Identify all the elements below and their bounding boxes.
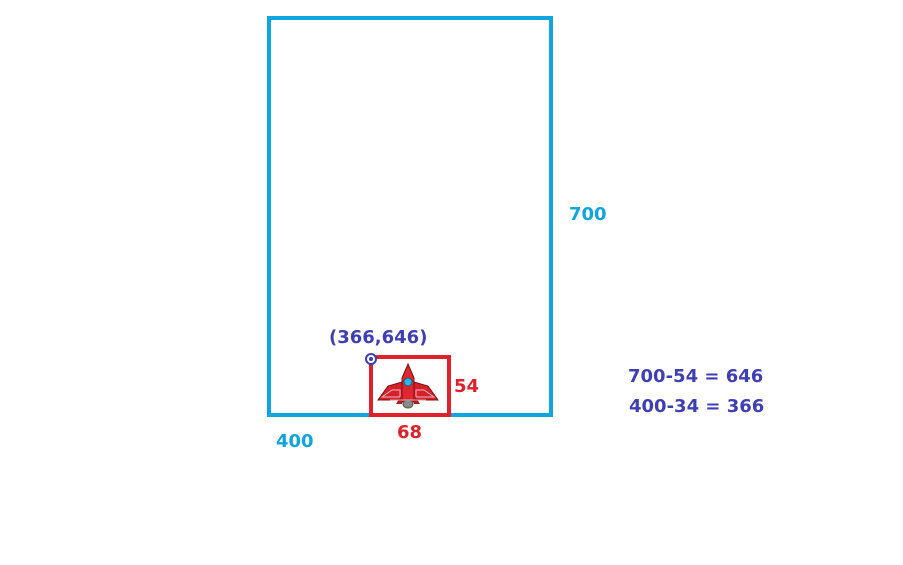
game-area-width-label: 400 [276, 431, 314, 452]
origin-point-marker [365, 353, 377, 365]
fighter-plane-icon [377, 362, 439, 409]
equation-x: 400-34 = 366 [629, 396, 765, 417]
sprite-bounding-box [369, 355, 451, 417]
sprite-height-label: 54 [454, 376, 480, 397]
game-area-height-label: 700 [569, 204, 607, 225]
origin-coordinate-label: (366,646) [329, 327, 428, 348]
sprite-width-label: 68 [397, 422, 423, 443]
equation-y: 700-54 = 646 [628, 366, 764, 387]
